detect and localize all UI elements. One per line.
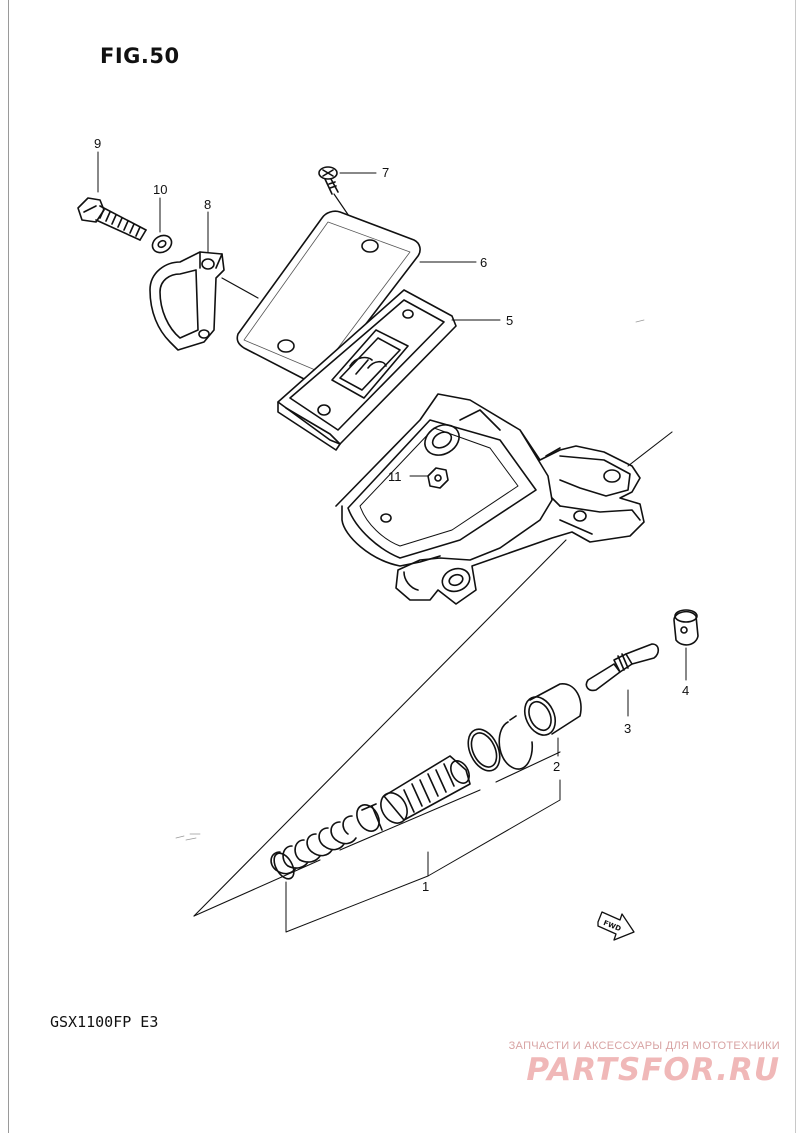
part-11-fitting — [427, 467, 449, 489]
part-10-washer — [151, 234, 173, 254]
part-3-push-rod — [585, 643, 660, 692]
page-left-border — [8, 0, 9, 1133]
watermark-logo: PARTSFOR.RU — [526, 1052, 780, 1088]
callout-8: 8 — [204, 197, 212, 212]
watermark-tagline: ЗАПЧАСТИ И АКСЕССУАРЫ ДЛЯ МОТОТЕХНИКИ — [508, 1040, 780, 1052]
callout-6: 6 — [480, 255, 488, 270]
callout-5: 5 — [506, 313, 514, 328]
callout-4: 4 — [682, 683, 690, 698]
callout-9: 9 — [94, 136, 102, 151]
part-9-bolt — [77, 197, 147, 241]
scan-artifacts — [175, 319, 645, 841]
callout-2: 2 — [553, 759, 561, 774]
callout-11: 11 — [388, 469, 402, 484]
part-1-piston-assembly — [270, 755, 471, 880]
callout-7: 7 — [382, 165, 390, 180]
guide-line-pivot — [627, 431, 673, 467]
guide-line-axis — [193, 539, 567, 917]
guide-line-lower — [193, 751, 561, 917]
part-5-diaphragm — [277, 289, 457, 451]
part-7-screw — [318, 166, 339, 195]
master-cylinder-body — [335, 393, 645, 605]
part-6-reservoir-cap — [236, 210, 421, 383]
part-2-seal-kit — [467, 683, 582, 772]
figure-title: FIG.50 — [100, 44, 180, 68]
callout-10: 10 — [153, 182, 168, 197]
guide-line-clamp — [221, 277, 259, 299]
leader-lines — [97, 151, 687, 933]
callout-3: 3 — [624, 721, 632, 736]
model-code: GSX1100FP E3 — [50, 1013, 159, 1031]
fwd-arrow-icon: FWD — [597, 911, 635, 941]
page-right-border — [795, 0, 796, 1133]
part-8-clamp — [149, 251, 225, 351]
part-4-nut — [673, 609, 699, 646]
callout-1: 1 — [422, 879, 430, 894]
